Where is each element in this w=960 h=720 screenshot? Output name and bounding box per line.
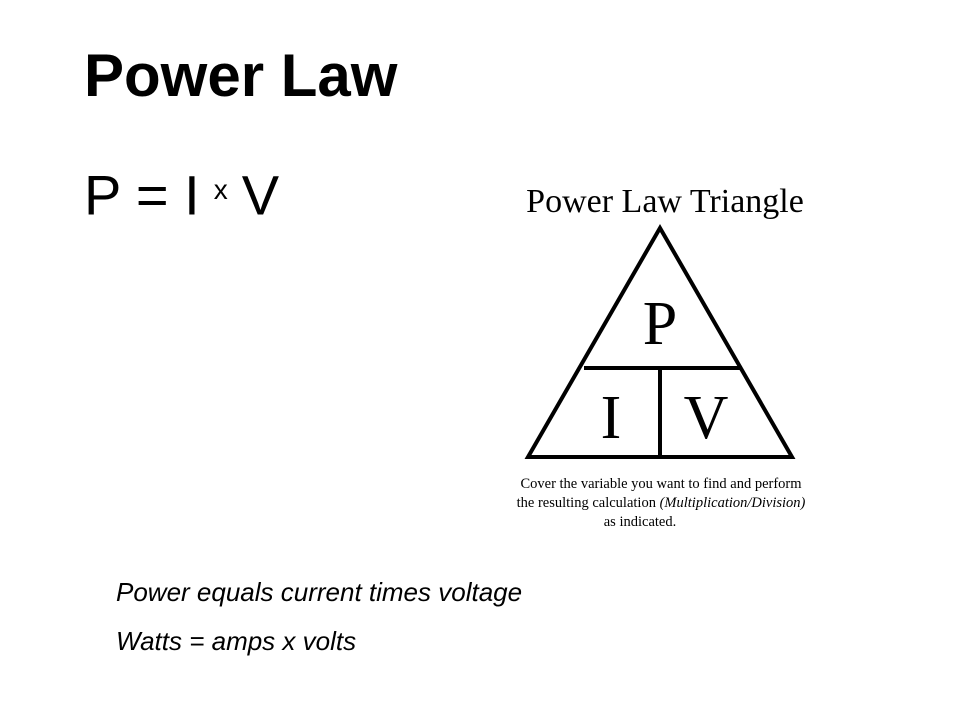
diagram-note-line-2-plain: the resulting calculation	[517, 495, 660, 511]
caption-power-equation-words: Power equals current times voltage	[116, 577, 523, 607]
formula-right: V	[241, 163, 280, 227]
diagram-note-line-1: Cover the variable you want to find and …	[520, 476, 802, 492]
diagram-note-line-2: the resulting calculation (Multiplicatio…	[517, 495, 806, 511]
triangle-cell-voltage: V	[684, 384, 729, 452]
diagram-heading: Power Law Triangle	[526, 183, 804, 220]
diagram-note-line-3: as indicated.	[604, 514, 676, 530]
power-law-triangle-diagram: Power Law Triangle P I V Cover the varia…	[480, 170, 850, 540]
triangle-svg: Power Law Triangle P I V Cover the varia…	[517, 183, 806, 530]
formula-left: P = I	[84, 163, 200, 227]
slide-title: Power Law	[84, 42, 398, 109]
formula-operator: x	[213, 174, 228, 205]
triangle-cell-power: P	[643, 290, 677, 358]
triangle-cell-current: I	[601, 384, 622, 452]
caption-units-equation: Watts = amps x volts	[116, 626, 357, 656]
diagram-note-line-2-italic: (Multiplication/Division)	[660, 495, 806, 511]
